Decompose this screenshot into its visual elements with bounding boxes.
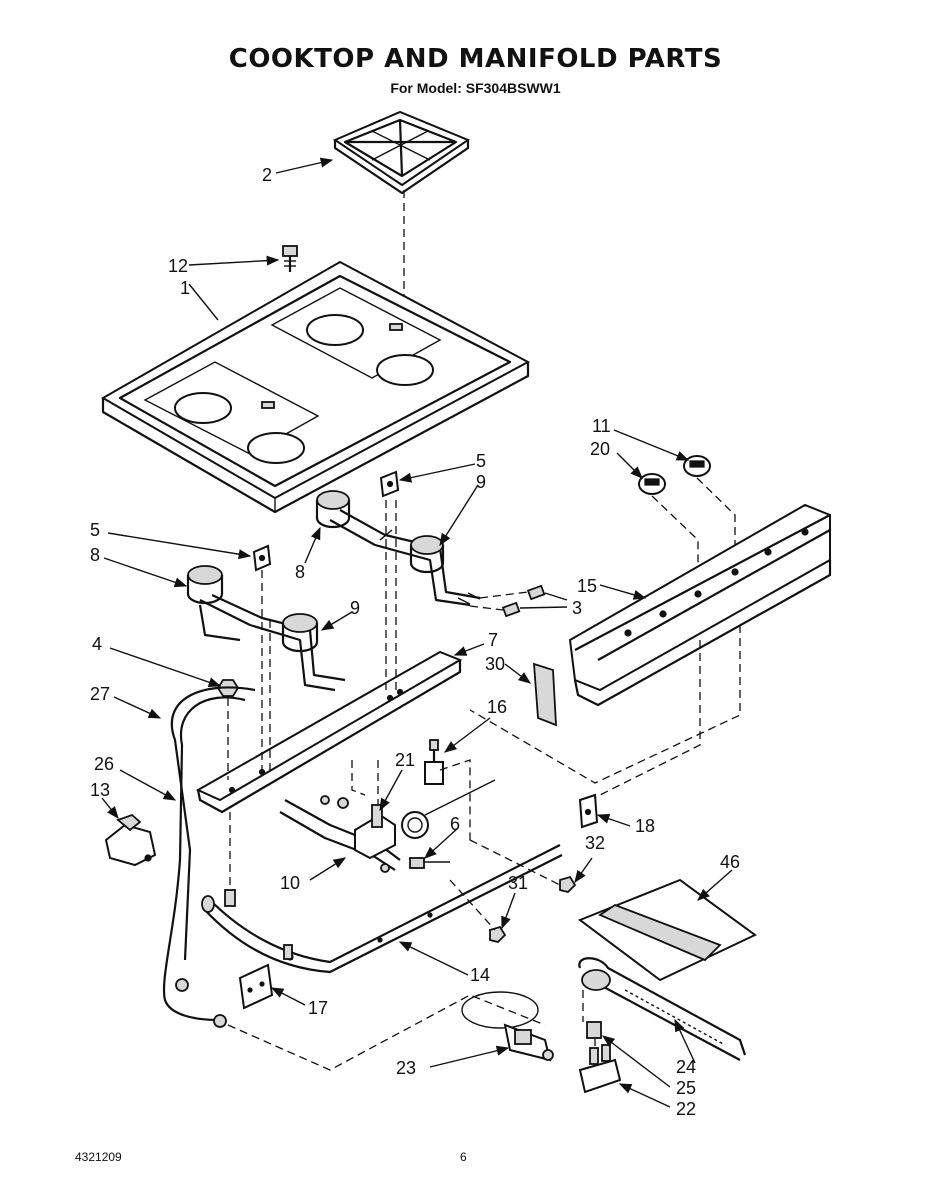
cooktop-screw — [282, 245, 298, 272]
callout-5-rear: 5 — [476, 451, 486, 471]
alignment-line — [227, 994, 546, 1071]
gas-orifice-fitting — [409, 857, 450, 869]
burner-valve-assembly — [279, 779, 496, 871]
model-subtitle: For Model: SF304BSWW1 — [390, 80, 561, 96]
callout-21: 21 — [395, 750, 415, 770]
manifold-panel — [568, 503, 832, 707]
spark-ignitor — [424, 739, 444, 785]
alignment-line — [439, 759, 471, 845]
callout-31: 31 — [508, 873, 528, 893]
callout-labels: 2 12 1 5 9 5 8 8 9 11 20 15 3 30 7 4 27 … — [90, 165, 740, 1119]
callout-8-rear: 8 — [295, 562, 305, 582]
callout-1: 1 — [180, 278, 190, 298]
page-title: COOKTOP AND MANIFOLD PARTS — [228, 44, 723, 74]
callout-22: 22 — [676, 1099, 696, 1119]
pressure-regulator — [104, 813, 157, 867]
callout-13: 13 — [90, 780, 110, 800]
clip-screw-32 — [559, 875, 577, 893]
control-knob-11 — [683, 455, 711, 477]
callout-15: 15 — [577, 576, 597, 596]
callout-9-front: 9 — [350, 598, 360, 618]
callout-46: 46 — [720, 852, 740, 872]
gas-tubing — [162, 686, 256, 1028]
burner-bracket-front — [252, 544, 272, 572]
screw-31 — [489, 925, 507, 943]
valve-tube — [380, 863, 390, 873]
callout-24: 24 — [676, 1057, 696, 1077]
callout-32: 32 — [585, 833, 605, 853]
callout-9-rear: 9 — [476, 472, 486, 492]
heat-shield — [577, 878, 757, 982]
manifold-pipe — [201, 844, 563, 974]
burner-grate — [332, 110, 471, 195]
manifold-screw — [224, 889, 236, 907]
cooktop-panel — [101, 260, 531, 514]
callout-27: 27 — [90, 684, 110, 704]
callout-4: 4 — [92, 634, 102, 654]
callout-12: 12 — [168, 256, 188, 276]
callout-5-front: 5 — [90, 520, 100, 540]
callout-3: 3 — [572, 598, 582, 618]
alignment-line — [589, 640, 701, 801]
page-number: 6 — [460, 1150, 467, 1164]
callout-6: 6 — [450, 814, 460, 834]
alignment-line — [351, 760, 366, 796]
alignment-line — [469, 839, 561, 886]
side-bracket — [533, 662, 557, 727]
burner-orifices — [469, 584, 546, 618]
mounting-clip — [578, 793, 599, 829]
callout-25: 25 — [676, 1078, 696, 1098]
callout-17: 17 — [308, 998, 328, 1018]
front-burner-assembly — [186, 565, 346, 692]
alignment-line — [469, 625, 741, 784]
control-knob-20 — [638, 473, 666, 495]
callout-30: 30 — [485, 654, 505, 674]
connector-25 — [586, 1021, 602, 1039]
callout-14: 14 — [470, 965, 490, 985]
manifold-support-bar — [195, 650, 463, 814]
safety-valve-22 — [578, 1044, 622, 1094]
alignment-line — [449, 879, 496, 931]
callout-20: 20 — [590, 439, 610, 459]
callout-23: 23 — [396, 1058, 416, 1078]
callout-10: 10 — [280, 873, 300, 893]
leader-lines — [101, 157, 733, 1108]
document-number: 4321209 — [75, 1150, 122, 1164]
oven-valve-23 — [461, 991, 554, 1062]
callout-18: 18 — [635, 816, 655, 836]
callout-8-front: 8 — [90, 545, 100, 565]
burner-bracket-rear — [379, 470, 400, 498]
callout-2: 2 — [262, 165, 272, 185]
callout-7: 7 — [488, 630, 498, 650]
oven-burner-tube — [578, 957, 747, 1061]
callout-11: 11 — [592, 416, 611, 436]
rear-burner-assembly — [315, 490, 481, 607]
callout-26: 26 — [94, 754, 114, 774]
callout-16: 16 — [487, 697, 507, 717]
